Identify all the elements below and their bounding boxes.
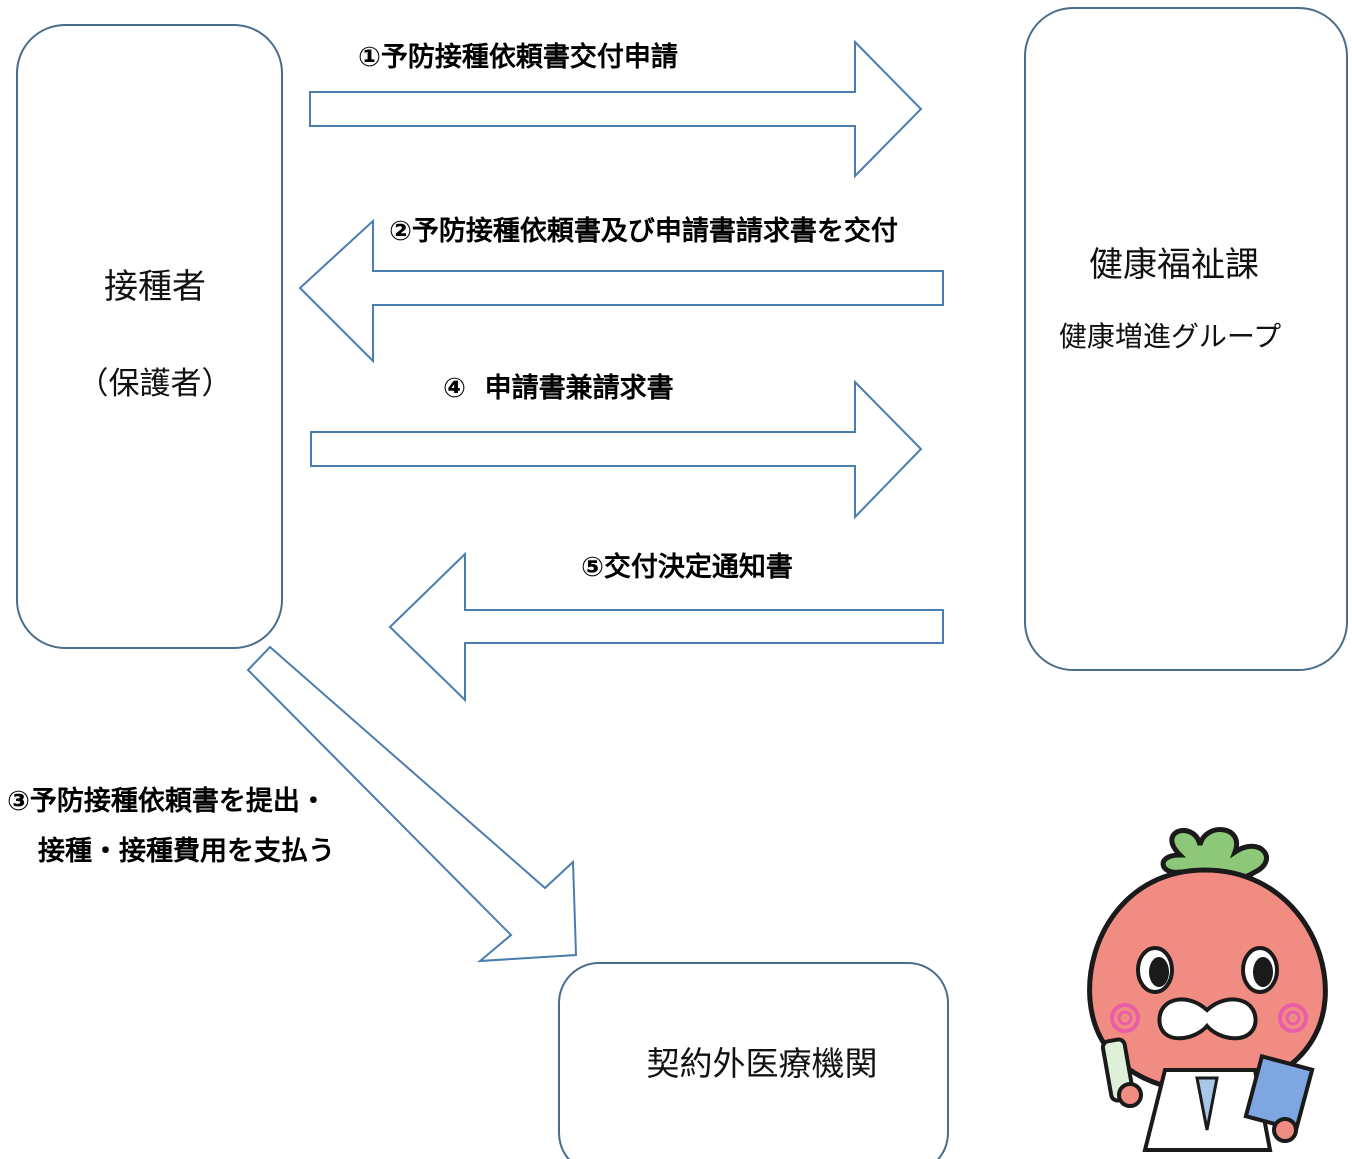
office-sublabel: 健康増進グループ <box>1059 320 1281 353</box>
step2-label: ②予防接種依頼書及び申請書請求書を交付 <box>389 215 898 247</box>
arrow-step2 <box>298 218 944 364</box>
patient-sublabel: （保護者） <box>78 366 233 402</box>
arrow-step3 <box>246 645 578 963</box>
arrow-step4 <box>310 379 923 520</box>
office-label: 健康福祉課 <box>1089 245 1259 285</box>
step3-label-line1: ③予防接種依頼書を提出・ <box>7 786 327 817</box>
step4-label: ④ 申請書兼請求書 <box>443 372 674 404</box>
patient-box <box>16 24 283 649</box>
step1-label: ①予防接種依頼書交付申請 <box>358 41 678 73</box>
office-box <box>1024 7 1348 671</box>
onion-doctor-mascot-icon <box>1087 827 1328 1152</box>
clinic-box <box>558 962 949 1159</box>
arrow-step1 <box>309 39 923 179</box>
clinic-label: 契約外医療機関 <box>647 1044 878 1083</box>
step5-label: ⑤交付決定通知書 <box>581 551 793 583</box>
patient-label: 接種者 <box>104 267 206 307</box>
arrow-step5 <box>388 551 944 703</box>
step3-label-line2: 接種・接種費用を支払う <box>38 836 335 867</box>
